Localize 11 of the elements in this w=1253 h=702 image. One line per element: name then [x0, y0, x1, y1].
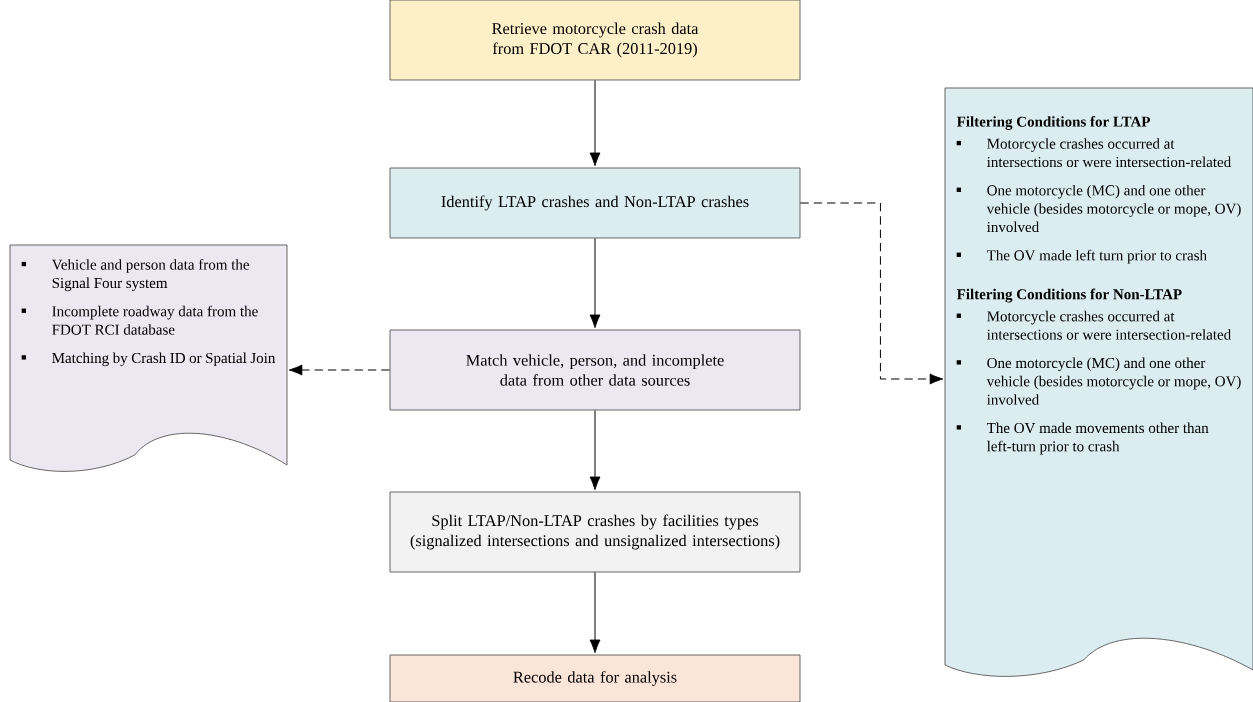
process-box: Split LTAP/Non-LTAP crashes by facilities types (signalized intersections and unsignalized intersections): [389, 491, 801, 573]
arrow: [589, 571, 601, 654]
process-box: Identify LTAP crashes and Non-LTAP crashes: [389, 167, 801, 239]
process-box: Match vehicle, person, and incomplete data from other data sources: [389, 329, 801, 411]
arrow: [589, 237, 601, 329]
arrow: [799, 202, 944, 385]
process-box: Recode data for analysis: [389, 654, 801, 702]
arrow: [589, 409, 601, 491]
process-box: Retrieve motorcycle crash data from FDOT CAR (2011-2019): [389, 0, 801, 81]
arrow: [288, 364, 391, 376]
arrow: [589, 79, 601, 167]
